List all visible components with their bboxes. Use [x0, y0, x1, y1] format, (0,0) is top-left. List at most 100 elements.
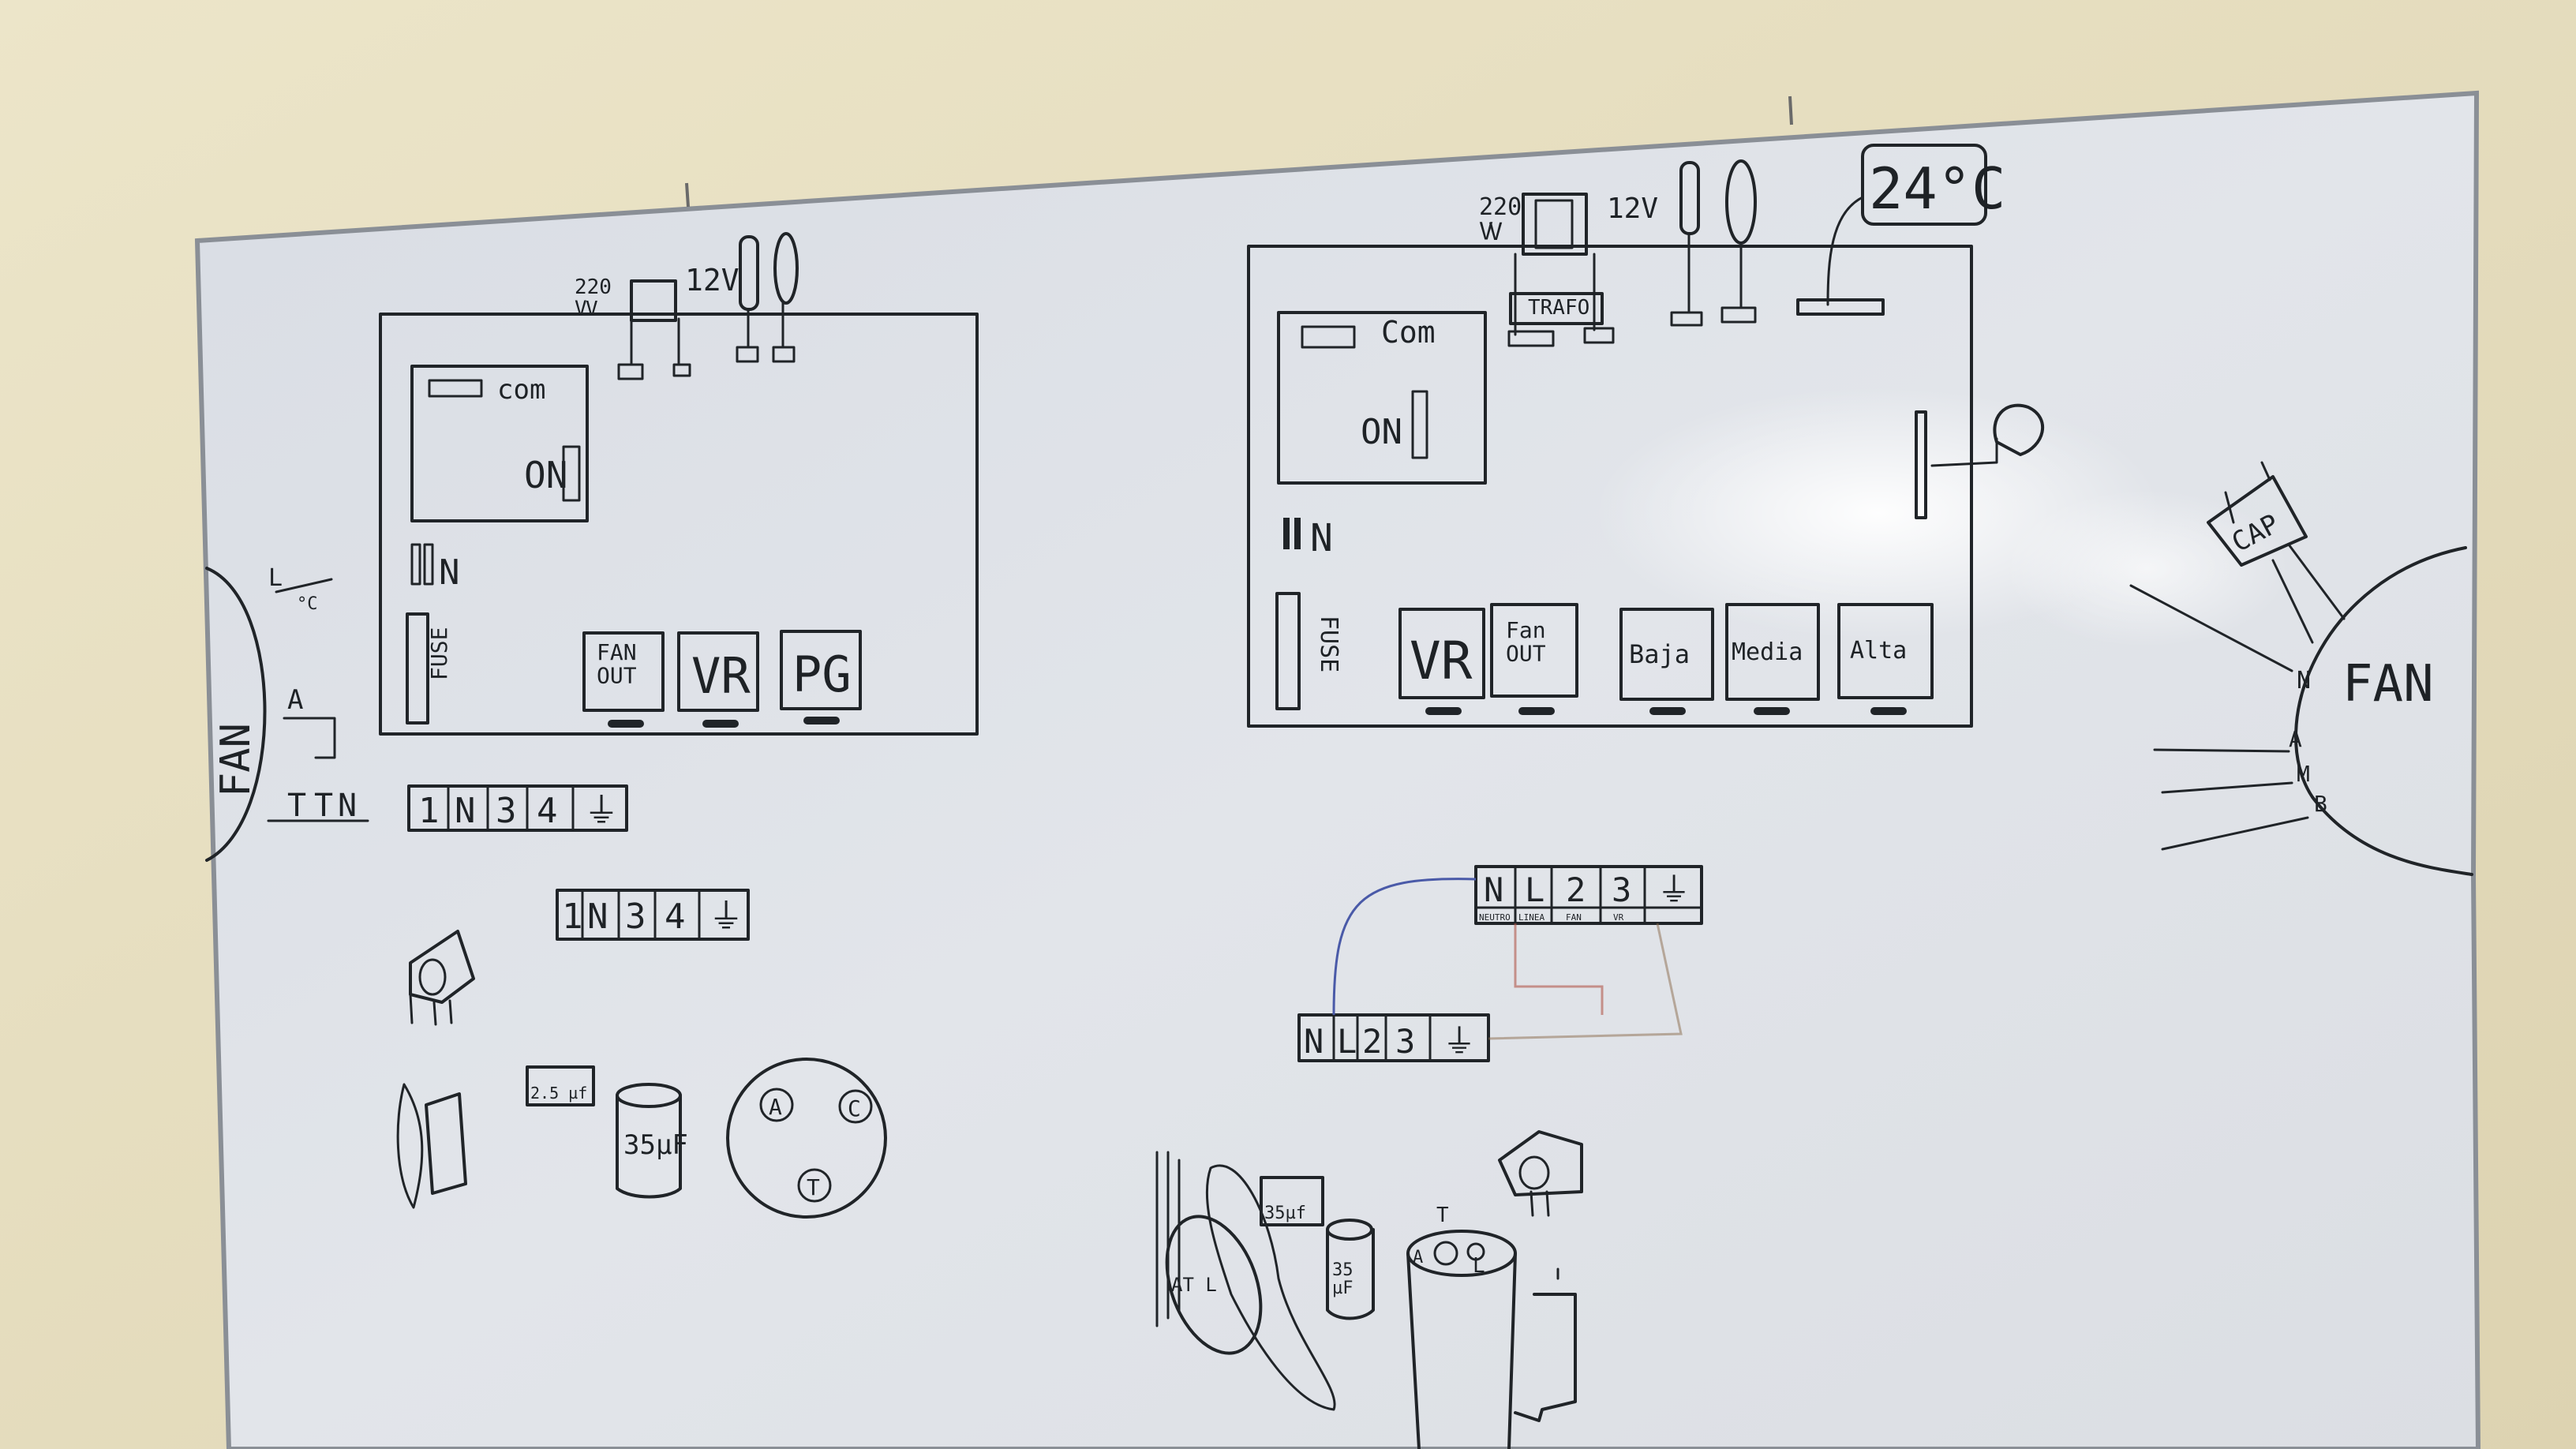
- strip-cell: ⏚: [1443, 1022, 1476, 1061]
- left-fan-wire: [283, 717, 336, 759]
- strip-cell: 3: [1395, 1022, 1415, 1061]
- right-com-indicator: [1301, 325, 1356, 349]
- wire-neutral: [1332, 878, 1477, 1016]
- strip-sub: VR: [1613, 912, 1624, 923]
- left-fuse-label: FUSE: [426, 627, 452, 680]
- right-pin-l: L: [1473, 1254, 1485, 1278]
- strip-cell: ⏚: [709, 897, 743, 937]
- strip-sub: LINEA: [1518, 912, 1544, 923]
- right-n-pin: [1283, 518, 1290, 549]
- strip-cell: L: [1337, 1022, 1357, 1061]
- right-louver-motor: [1993, 403, 2044, 456]
- right-fan-wire: [2129, 584, 2293, 672]
- strip-cell: ⏚: [584, 791, 619, 831]
- left-on-label: ON: [524, 454, 567, 496]
- left-thermostat-wire: [275, 578, 333, 593]
- strip-cell: N: [1484, 871, 1503, 909]
- strip-cell: 4: [665, 897, 686, 937]
- left-supply-v: V: [586, 298, 598, 321]
- left-fuse: [406, 612, 429, 724]
- left-n-pin: [423, 543, 434, 586]
- left-cap-small-label: 2.5 µf: [530, 1084, 587, 1103]
- left-terminal-label: PG: [792, 646, 852, 703]
- right-fan-lead-b: B: [2314, 791, 2327, 817]
- right-fan-outline: [2294, 546, 2473, 876]
- right-terminal-media: Media: [1725, 603, 1820, 715]
- left-n-pin: [410, 543, 421, 586]
- right-transformer-coil: [1534, 199, 1574, 249]
- strip-cell: 1: [562, 897, 583, 937]
- strip-cell: L: [1525, 871, 1544, 909]
- left-fan-lead-a: A: [287, 684, 303, 716]
- strip-cell: N: [455, 791, 476, 831]
- right-fan-label: FAN: [2342, 655, 2434, 713]
- left-fan-label: FAN: [212, 723, 260, 797]
- right-fan-lead-m: M: [2297, 761, 2310, 787]
- right-motor-sketch: [1498, 1130, 1583, 1217]
- right-compressor: T A L: [1406, 1204, 1577, 1449]
- right-supply-v: V: [1488, 219, 1503, 246]
- wall-hooks: [685, 95, 1793, 208]
- left-thermostat-label: °C: [297, 594, 318, 614]
- left-com-label: com: [497, 374, 545, 406]
- strip-sub: FAN: [1566, 912, 1582, 923]
- left-terminal-strip-1: 1 N 3 4 ⏚: [407, 784, 628, 832]
- strip-cell: N: [1304, 1022, 1324, 1061]
- right-trafo-label: TRAFO: [1528, 296, 1589, 320]
- right-n-label: N: [1310, 516, 1333, 560]
- right-fan-wire: [2153, 748, 2290, 753]
- strip-cell: 2: [1362, 1022, 1382, 1061]
- left-board-outline: [379, 313, 979, 736]
- left-connector: [772, 346, 796, 363]
- left-terminal-pg: PG: [780, 630, 862, 724]
- left-com-indicator: [428, 379, 483, 398]
- right-cap-terminal: [2224, 461, 2271, 524]
- right-display-cable: [1826, 196, 1864, 306]
- right-trafo-box: [1509, 292, 1604, 325]
- right-fan-lead-a: A: [2289, 726, 2302, 752]
- right-capacitor-small: 35µf: [1260, 1176, 1324, 1226]
- strip-cell: 2: [1566, 871, 1586, 909]
- left-fan-lead-n: N: [338, 788, 357, 824]
- right-fan-motor-sketch: AT L: [1155, 1151, 1336, 1411]
- left-motor-sketch: [409, 930, 475, 1026]
- strip-cell: 3: [625, 897, 646, 937]
- left-sensor-probe-2: [773, 232, 799, 305]
- right-connector: [1583, 327, 1615, 344]
- right-cap-small-label: 35µf: [1264, 1204, 1306, 1223]
- left-cap-large-label: 35µF: [623, 1129, 688, 1161]
- left-12v-label: 12V: [685, 263, 739, 298]
- strip-cell: 4: [537, 791, 558, 831]
- right-terminal-strip-top: N L 2 3 ⏚ NEUTRO LINEA FAN VR: [1474, 865, 1703, 925]
- right-fan: FAN N A M B CAP: [2129, 461, 2473, 876]
- left-fan-lead-t2: T: [314, 788, 333, 824]
- left-connector: [672, 363, 691, 377]
- left-pin-c: C: [848, 1095, 861, 1121]
- glare-reflection-secondary: [2005, 489, 2289, 647]
- right-n-pin: [1294, 518, 1301, 549]
- strip-cell: 3: [496, 791, 517, 831]
- right-fan-lead-n: N: [2297, 667, 2311, 695]
- left-fan-outline: [205, 567, 267, 862]
- left-transformer: [630, 279, 677, 322]
- right-side-wire: [1930, 437, 1998, 467]
- right-terminal-strip-bottom: N L 2 3 ⏚: [1297, 1013, 1490, 1062]
- left-terminal-strip-2: 1 N 3 4 ⏚: [556, 889, 750, 941]
- left-connector: [736, 346, 759, 363]
- right-pin-a: A: [1413, 1248, 1423, 1267]
- left-compressor-terminal: A C T: [726, 1058, 887, 1219]
- right-fan-wire: [2161, 781, 2293, 794]
- whiteboard-surface: [194, 90, 2481, 1449]
- left-pin-t: T: [807, 1174, 820, 1200]
- right-com-box: [1277, 311, 1487, 485]
- right-fan-motor-label: AT L: [1171, 1274, 1217, 1296]
- right-display-value: 24°C: [1869, 155, 2005, 222]
- strip-cell: 3: [1612, 871, 1631, 909]
- left-fan-lead-l: L: [268, 564, 283, 592]
